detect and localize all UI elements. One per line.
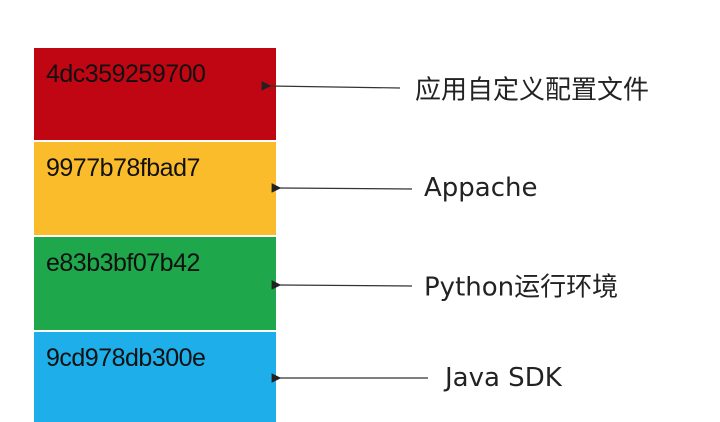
layer-box-python: e83b3bf07b42	[34, 237, 276, 330]
arrow-app-config	[261, 81, 401, 91]
layer-box-java: 9cd978db300e	[34, 332, 276, 422]
label-python: Python运行环境	[424, 272, 619, 303]
label-apache: Appache	[424, 173, 538, 203]
layer-id: 9cd978db300e	[46, 344, 206, 372]
layer-id: e83b3bf07b42	[46, 249, 200, 277]
label-java: Java SDK	[445, 363, 562, 393]
label-app-config: 应用自定义配置文件	[415, 75, 650, 106]
layer-id: 9977b78fbad7	[46, 154, 200, 182]
arrow-python	[271, 280, 413, 290]
layer-box-apache: 9977b78fbad7	[34, 142, 276, 235]
arrow-apache	[271, 183, 413, 193]
layer-box-app-config: 4dc359259700	[34, 48, 276, 140]
layer-id: 4dc359259700	[46, 60, 206, 88]
